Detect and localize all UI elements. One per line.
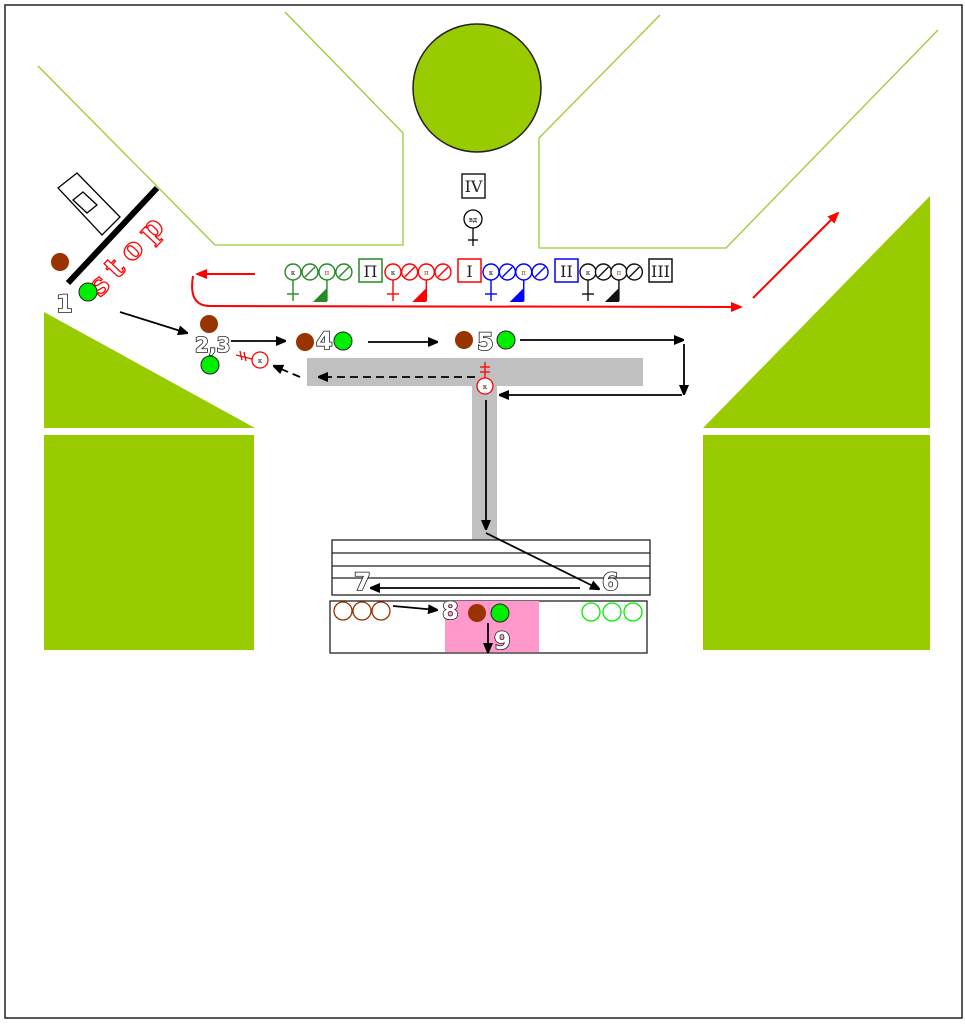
flag-icon <box>412 288 427 302</box>
inspector-k-label: к <box>291 269 296 277</box>
step-5: 5 <box>477 328 494 356</box>
red-route <box>191 275 743 312</box>
controller-left <box>235 350 269 369</box>
controller-left-label: к <box>258 357 263 365</box>
step-2-3: 2,3 <box>195 333 230 357</box>
arrow-to-6 <box>485 532 599 589</box>
step-4: 4 <box>316 327 333 355</box>
post-box <box>358 258 383 283</box>
road-edge-right <box>538 14 939 249</box>
slash <box>437 266 449 278</box>
crosswalk <box>331 539 651 596</box>
car-icon <box>57 172 121 236</box>
green-dot <box>496 330 516 350</box>
flag-icon <box>312 288 327 302</box>
post-label: I <box>466 262 472 281</box>
green-dot <box>200 355 220 375</box>
brown-dot <box>468 604 486 622</box>
roundabout-island <box>412 23 542 153</box>
arrow-1-to-2 <box>119 311 187 333</box>
post-box <box>554 258 579 283</box>
inspector-k-label: к <box>391 269 396 277</box>
slash <box>404 266 416 278</box>
red-arrow-exit <box>752 211 840 299</box>
brown-dot <box>296 333 314 351</box>
stop-line <box>65 185 160 286</box>
brown-dot <box>51 253 69 271</box>
brown-dot <box>200 315 218 333</box>
controller-center-label: к <box>483 383 488 391</box>
step-7: 7 <box>354 568 371 596</box>
controller-center <box>476 362 494 395</box>
lawn-left <box>44 435 254 650</box>
arrow-dashed-diag <box>274 366 301 378</box>
arrow-to-8 <box>392 606 437 610</box>
inspector-p-label: п <box>325 269 330 277</box>
inspector-group: к п II <box>482 258 579 302</box>
step-6: 6 <box>602 568 619 596</box>
inspector-p-label: п <box>617 269 622 277</box>
post-box <box>457 258 482 283</box>
brown-outline-circles <box>333 601 391 621</box>
slash <box>628 266 640 278</box>
lawn-right <box>703 435 930 650</box>
green-dot <box>78 282 98 302</box>
slash <box>338 266 350 278</box>
gray-track-vertical <box>472 386 497 540</box>
slash <box>501 266 513 278</box>
gray-track-horizontal <box>307 358 643 386</box>
step-9: 9 <box>494 627 511 655</box>
brown-dot <box>455 331 473 349</box>
inspector-k-label: к <box>489 269 494 277</box>
lawn-right-triangle <box>703 196 930 428</box>
post-iv-label: IV <box>465 177 483 196</box>
slash <box>597 266 609 278</box>
inspector-group: к п III <box>579 258 673 302</box>
post-iv-box <box>461 173 486 199</box>
inspector-p-label: п <box>521 269 526 277</box>
green-outline-circles <box>581 602 643 622</box>
post-box <box>648 258 673 283</box>
green-dot <box>490 603 510 623</box>
step-1: 1 <box>56 290 73 318</box>
flag-icon <box>604 288 619 302</box>
inspector-k-label: к <box>586 269 591 277</box>
green-dot <box>333 331 353 351</box>
flag-icon <box>509 288 524 302</box>
judge-label: вд <box>469 216 478 224</box>
slash <box>304 266 316 278</box>
slash <box>534 266 546 278</box>
step-8: 8 <box>442 597 459 625</box>
road-edge-left <box>37 11 404 246</box>
post-label: П <box>364 262 378 281</box>
lawn-left-triangle <box>44 312 255 428</box>
post-label: II <box>560 262 573 281</box>
post-label: III <box>651 262 670 281</box>
inspector-p-label: п <box>424 269 429 277</box>
